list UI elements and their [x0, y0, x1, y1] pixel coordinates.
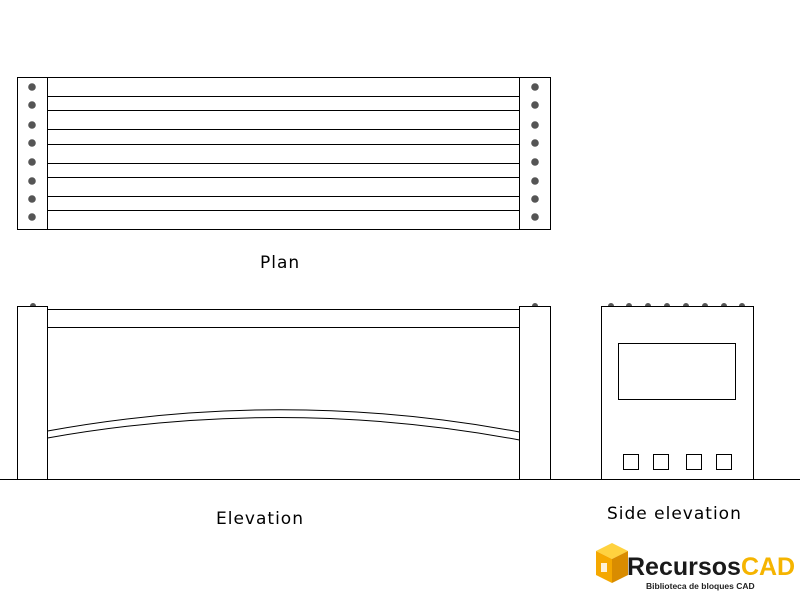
- bolt-head: [30, 303, 36, 306]
- plan-slats: [47, 96, 520, 211]
- bolt: [28, 101, 36, 109]
- elevation-label: Elevation: [216, 509, 304, 529]
- plan-outline: [17, 77, 551, 230]
- bolt: [531, 121, 539, 129]
- side-elevation-square-hole: [623, 454, 639, 470]
- bolt: [28, 139, 36, 147]
- side-elevation-square-hole: [653, 454, 669, 470]
- bolt-head: [664, 303, 670, 306]
- bolt: [28, 158, 36, 166]
- elevation-view: [17, 303, 551, 480]
- plan-view: [17, 77, 551, 230]
- logo-wordmark-part2: CAD: [741, 553, 795, 581]
- bolt: [28, 121, 36, 129]
- side-elevation-label: Side elevation: [607, 504, 742, 524]
- side-elevation-square-hole: [716, 454, 732, 470]
- side-elevation-square-hole: [686, 454, 702, 470]
- plan-bolts-left: [28, 83, 36, 221]
- bolt: [531, 213, 539, 221]
- bolt-head: [702, 303, 708, 306]
- side-elevation-bolt-heads: [608, 303, 745, 306]
- side-elevation-panel: [618, 343, 736, 400]
- elevation-arc-upper: [47, 409, 520, 433]
- bolt: [531, 177, 539, 185]
- logo-wordmark-part1: Recursos: [627, 553, 741, 581]
- bolt: [28, 83, 36, 91]
- bolt: [531, 139, 539, 147]
- bolt-head: [626, 303, 632, 306]
- logo-wordmark: RecursosCAD: [627, 553, 795, 581]
- side-elevation-outline: [601, 306, 754, 480]
- elevation-bolt-heads: [30, 303, 538, 306]
- bolt: [28, 195, 36, 203]
- bolt-head: [532, 303, 538, 306]
- bolt: [28, 177, 36, 185]
- bolt-head: [683, 303, 689, 306]
- plan-bolts-right: [531, 83, 539, 221]
- bolt-head: [645, 303, 651, 306]
- bolt-head: [739, 303, 745, 306]
- bolt: [28, 213, 36, 221]
- elevation-arc-lower: [47, 417, 520, 441]
- bolt-head: [721, 303, 727, 306]
- logo-tagline: Biblioteca de bloques CAD: [646, 581, 755, 591]
- bolt: [531, 195, 539, 203]
- bolt-head: [608, 303, 614, 306]
- cube-icon: [596, 543, 628, 583]
- bolt: [531, 83, 539, 91]
- elevation-left-post: [17, 306, 48, 480]
- bolt: [531, 158, 539, 166]
- plan-label: Plan: [260, 253, 300, 273]
- bolt: [531, 101, 539, 109]
- elevation-right-post: [519, 306, 551, 480]
- recursoscad-logo[interactable]: RecursosCAD Biblioteca de bloques CAD: [596, 543, 795, 591]
- side-elevation-view: [601, 303, 754, 480]
